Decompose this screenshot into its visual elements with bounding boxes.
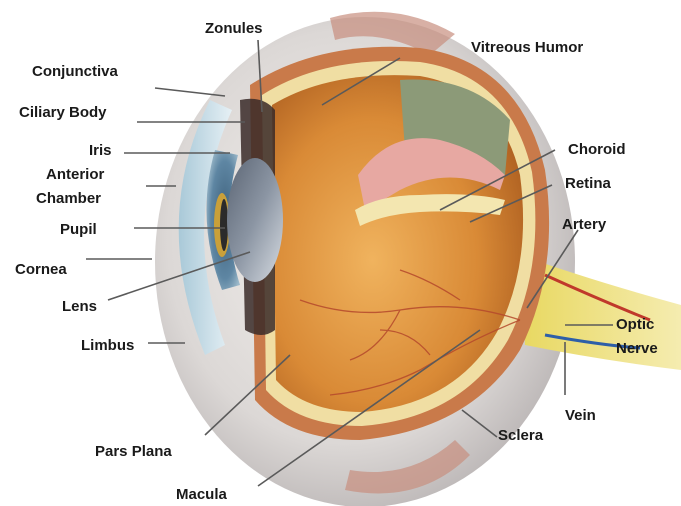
- label-chamber: Chamber: [36, 190, 101, 207]
- label-vein: Vein: [565, 407, 596, 424]
- label-vitreous-humor: Vitreous Humor: [471, 39, 583, 56]
- label-conjunctiva: Conjunctiva: [32, 63, 118, 80]
- label-lens: Lens: [62, 298, 97, 315]
- label-artery: Artery: [562, 216, 606, 233]
- label-anterior: Anterior: [46, 166, 104, 183]
- label-iris: Iris: [89, 142, 112, 159]
- label-pupil: Pupil: [60, 221, 97, 238]
- label-limbus: Limbus: [81, 337, 134, 354]
- label-sclera: Sclera: [498, 427, 543, 444]
- label-optic: Optic: [616, 316, 654, 333]
- label-zonules: Zonules: [205, 20, 263, 37]
- label-nerve: Nerve: [616, 340, 658, 357]
- label-pars-plana: Pars Plana: [95, 443, 172, 460]
- lens-shape: [227, 158, 283, 282]
- label-retina: Retina: [565, 175, 611, 192]
- label-cornea: Cornea: [15, 261, 67, 278]
- label-ciliary-body: Ciliary Body: [19, 104, 107, 121]
- pupil-dark-shape: [220, 199, 228, 251]
- label-choroid: Choroid: [568, 141, 626, 158]
- label-macula: Macula: [176, 486, 227, 503]
